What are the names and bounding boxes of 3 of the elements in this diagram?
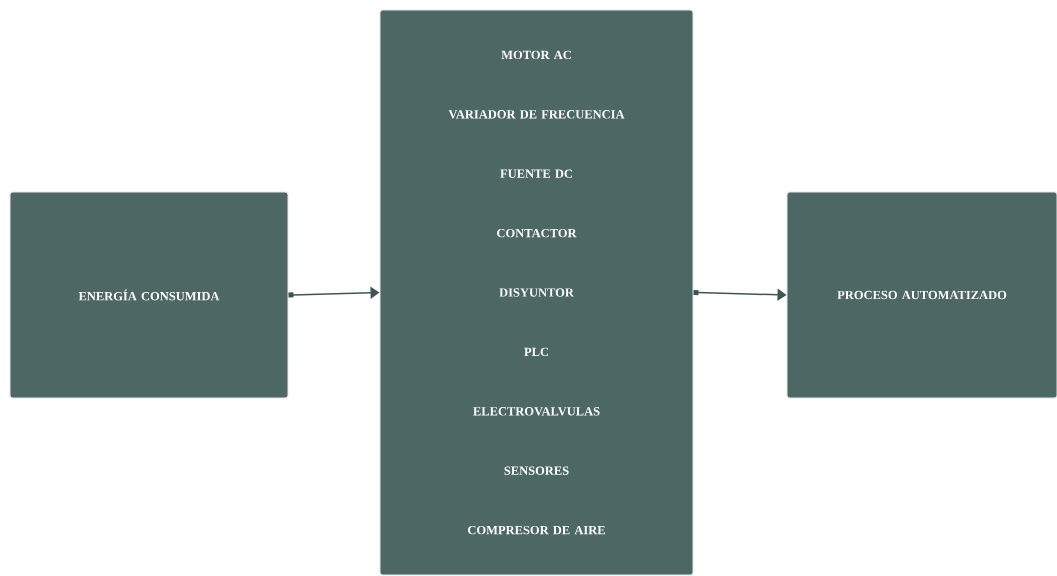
process-box: PROCESO AUTOMATIZADO	[786, 191, 1057, 399]
process-box: ENERGÍA CONSUMIDA	[9, 191, 289, 399]
process-box: MOTOR AC VARIADOR DE FRECUENCIA FUENTE DC CONTACTOR DISYUNTOR PLC ELECTROVALVULAS SENSORES COMPRESOR DE AIRE	[379, 9, 694, 576]
